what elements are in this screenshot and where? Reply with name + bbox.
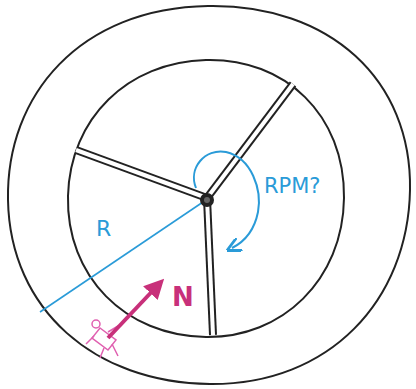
hub: [200, 193, 214, 207]
rim-circle: [68, 60, 344, 337]
rotation-arrow: [194, 151, 259, 248]
rpm-label: RPM?: [264, 176, 321, 197]
tire-outline: [8, 6, 410, 384]
radius-label: R: [96, 218, 111, 240]
normal-force-arrow: [108, 283, 160, 338]
hub-center: [204, 197, 210, 203]
force-label: N: [172, 284, 194, 310]
person-figure: [86, 320, 118, 358]
radius-line: [40, 200, 206, 312]
spokes: [76, 84, 293, 335]
